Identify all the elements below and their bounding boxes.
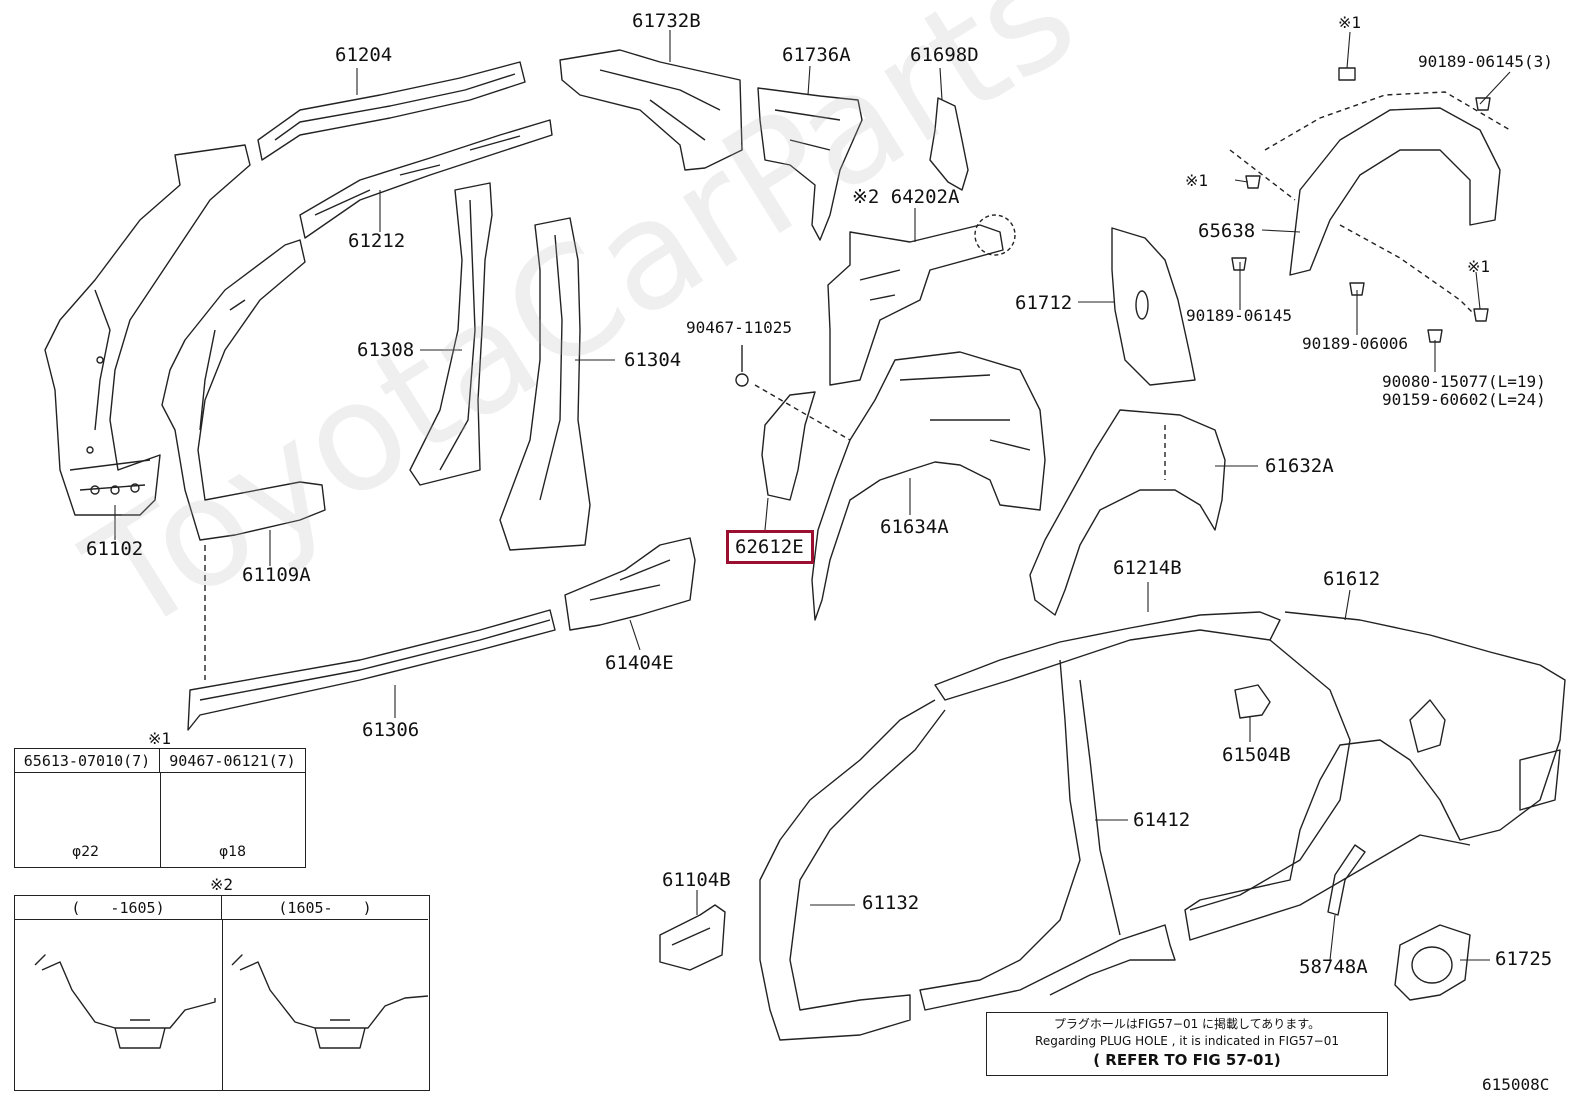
label-61212[interactable]: 61212	[348, 230, 406, 252]
variant-col1-header: ( -1605)	[15, 896, 222, 920]
note-refer-link[interactable]: ( REFER TO FIG 57-01)	[1093, 1051, 1281, 1069]
part-61736A-shape	[757, 87, 863, 241]
part-61634A-shape	[811, 351, 1046, 621]
note-line-jp: プラグホールはFIG57−01 に掲載してあります。	[1053, 1017, 1321, 1031]
label-90189-06145[interactable]: 90189-06145	[1186, 306, 1292, 325]
variant-table: ( -1605) (1605- )	[14, 895, 430, 1091]
label-61404E[interactable]: 61404E	[605, 652, 674, 674]
part-62612E-shape	[735, 345, 851, 501]
label-62612E[interactable]: 62612E	[735, 536, 804, 558]
label-61104B[interactable]: 61104B	[662, 869, 731, 891]
label-61308[interactable]: 61308	[357, 339, 415, 361]
label-61102[interactable]: 61102	[86, 538, 144, 560]
variant-profile-right	[231, 954, 429, 1049]
clip-dia-1: φ22	[72, 844, 100, 860]
variant-col2-header: (1605- )	[222, 896, 428, 920]
part-58748A-shape	[1327, 844, 1366, 916]
reference-note: プラグホールはFIG57−01 に掲載してあります。 Regarding PLU…	[986, 1012, 1388, 1076]
label-61214B[interactable]: 61214B	[1113, 557, 1182, 579]
label-61632A[interactable]: 61632A	[1265, 455, 1334, 477]
note-line-en: Regarding PLUG HOLE , it is indicated in…	[1035, 1034, 1339, 1048]
clip-table-col1-header: 65613-07010(7)	[15, 749, 160, 773]
part-61698D-shape	[929, 97, 969, 191]
part-64202A-shape	[827, 214, 1016, 386]
highlight-box-62612E	[726, 530, 814, 564]
label-90159-60602[interactable]: 90159-60602(L=24)	[1382, 390, 1546, 409]
clip-table-mark: ※1	[148, 729, 172, 748]
part-61632A-shape	[1029, 409, 1226, 616]
variant-table-divider	[222, 920, 223, 1090]
clip-shapes	[1231, 67, 1491, 343]
part-61404E-shape	[564, 537, 696, 631]
label-61306[interactable]: 61306	[362, 719, 420, 741]
part-61212-shape	[299, 119, 553, 239]
label-61698D[interactable]: 61698D	[910, 44, 979, 66]
label-61412[interactable]: 61412	[1133, 809, 1191, 831]
part-61304-shape	[499, 217, 591, 551]
label-61634A[interactable]: 61634A	[880, 516, 949, 538]
label-90189-06145-3[interactable]: 90189-06145(3)	[1418, 52, 1553, 71]
clip-table-col2-header: 90467-06121(7)	[160, 749, 305, 773]
part-61102-shape	[44, 144, 251, 516]
variant-profile-left	[34, 954, 216, 1049]
leader-lines	[114, 30, 1511, 961]
mark-1-right: ※1	[1467, 257, 1491, 276]
label-61109A[interactable]: 61109A	[242, 564, 311, 586]
label-61732B[interactable]: 61732B	[632, 10, 701, 32]
part-61109A-shape	[161, 239, 326, 541]
label-65638[interactable]: 65638	[1198, 220, 1256, 242]
label-61736A[interactable]: 61736A	[782, 44, 851, 66]
label-61204[interactable]: 61204	[335, 44, 393, 66]
figure-code: 615008C	[1482, 1075, 1550, 1094]
label-61304[interactable]: 61304	[624, 349, 682, 371]
label-90080-15077[interactable]: 90080-15077(L=19)	[1382, 372, 1546, 391]
label-61725[interactable]: 61725	[1495, 948, 1553, 970]
mark-1-mid: ※1	[1185, 171, 1209, 190]
label-90467-11025[interactable]: 90467-11025	[686, 318, 792, 337]
part-61306-shape	[187, 545, 556, 731]
part-61712-shape	[1111, 227, 1196, 386]
clip-dia-2: φ18	[219, 844, 247, 860]
part-61104B-shape	[659, 904, 726, 971]
label-61504B[interactable]: 61504B	[1222, 744, 1291, 766]
label-64202A[interactable]: ※2 64202A	[852, 186, 960, 208]
part-65638-shape	[1229, 91, 1511, 321]
part-61308-shape	[409, 182, 493, 486]
part-61732B-shape	[559, 49, 743, 171]
label-61132[interactable]: 61132	[862, 892, 920, 914]
label-90189-06006[interactable]: 90189-06006	[1302, 334, 1408, 353]
label-58748A[interactable]: 58748A	[1299, 956, 1368, 978]
part-61204-shape	[257, 61, 526, 161]
label-61712[interactable]: 61712	[1015, 292, 1073, 314]
mark-1-top: ※1	[1338, 13, 1362, 32]
variant-table-mark: ※2	[210, 875, 234, 894]
part-61504B-shape	[1234, 684, 1271, 719]
clip-table: 65613-07010(7) 90467-06121(7) φ22 φ18	[14, 748, 306, 868]
part-61725-shape	[1394, 924, 1471, 1001]
part-body-side-shape	[759, 611, 1566, 1041]
label-61612[interactable]: 61612	[1323, 568, 1381, 590]
clip-table-divider	[160, 773, 161, 867]
